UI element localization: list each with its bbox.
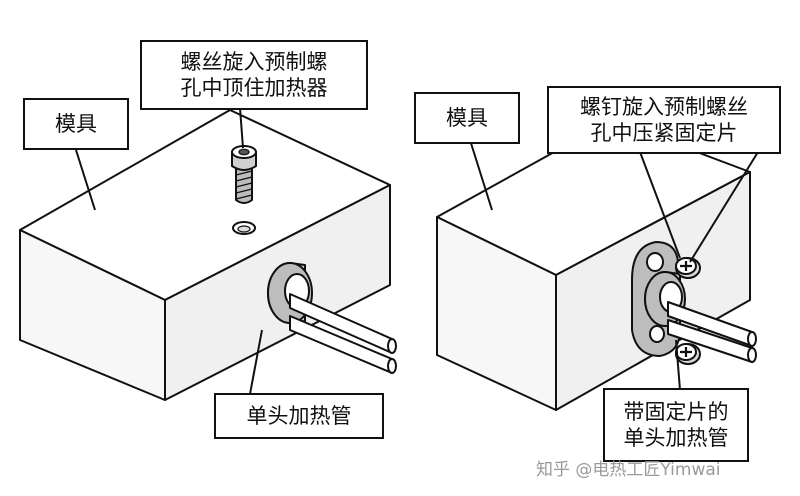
right-mold-label-text: 模具: [446, 105, 488, 130]
right-mold-block: [436, 119, 751, 411]
left-mold-label: 模具: [23, 98, 129, 150]
left-mold-label-text: 模具: [55, 111, 97, 136]
right-screw-leader-2: [689, 151, 759, 263]
left-screw-label-line-1: 螺丝旋入预制螺: [180, 49, 328, 74]
left-heater-leader: [249, 329, 263, 395]
right-screw-label-line-2: 孔中压紧固定片: [590, 121, 738, 145]
right-heater: [644, 271, 757, 363]
left-heater-label-text: 单头加热管: [246, 403, 352, 428]
right-screw-leader-1: [639, 151, 681, 259]
right-heater-label: 带固定片的 单头加热管: [603, 388, 749, 462]
right-screw-lower: [675, 343, 701, 365]
right-screw-upper: [675, 257, 701, 279]
left-screw: [231, 145, 257, 204]
left-heater: [267, 262, 397, 374]
left-mold-leader: [75, 149, 96, 211]
left-screw-leader: [239, 107, 244, 149]
left-mold-block: [19, 109, 391, 401]
left-heater-label: 单头加热管: [214, 393, 384, 439]
right-heater-label-line-2: 单头加热管: [623, 426, 729, 450]
left-screw-hole-inner: [237, 225, 251, 233]
left-screw-label-line-2: 孔中顶住加热器: [180, 76, 328, 100]
right-mold-label: 模具: [414, 92, 520, 144]
right-heater-label-line-1: 带固定片的: [623, 399, 729, 424]
left-screw-label: 螺丝旋入预制螺 孔中顶住加热器: [140, 40, 368, 110]
right-screw-label-line-1: 螺钉旋入预制螺丝: [580, 94, 748, 119]
right-mold-leader: [469, 139, 493, 211]
watermark: 知乎 @电热工匠Yimwai: [536, 460, 721, 480]
right-screw-label: 螺钉旋入预制螺丝 孔中压紧固定片: [547, 86, 781, 154]
right-heater-leader: [675, 339, 681, 391]
